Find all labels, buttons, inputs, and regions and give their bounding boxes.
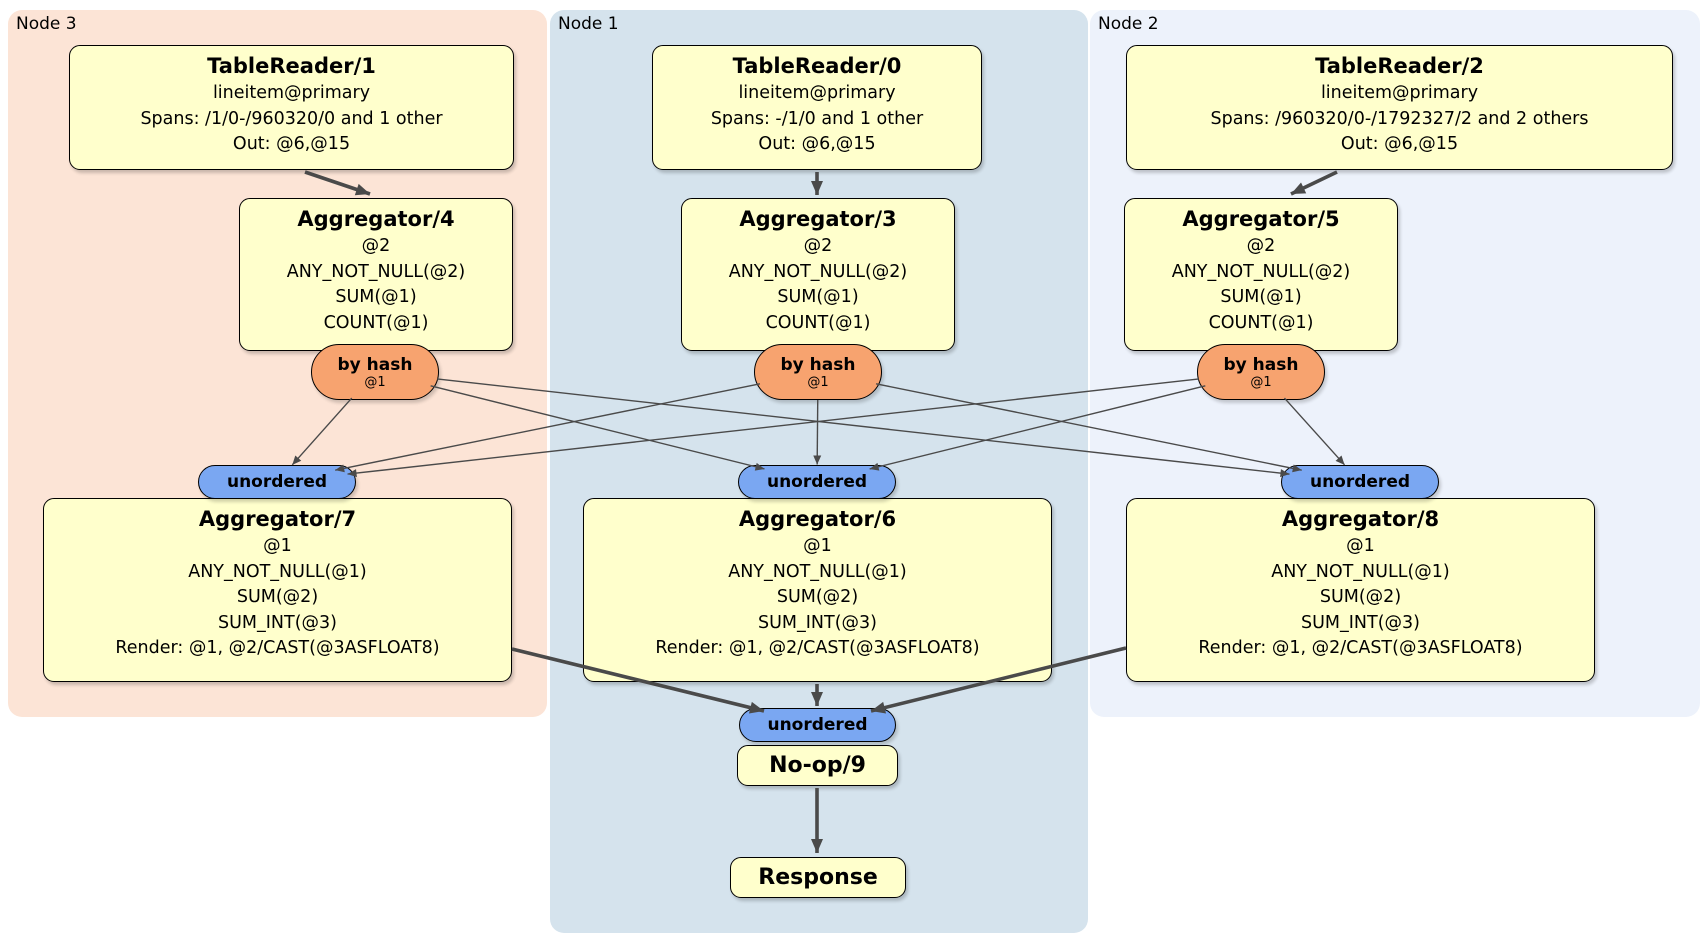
unordered-label: unordered [766,472,868,492]
tablereader-2-box: TableReader/2 lineitem@primary Spans: /9… [1126,45,1673,170]
aggregator-8-fn2: SUM(@2) [1319,587,1402,607]
aggregator-6-fn1: ANY_NOT_NULL(@1) [728,561,907,582]
tablereader-2-index: lineitem@primary [1320,83,1479,103]
aggregator-5-fn2: SUM(@1) [1220,287,1302,307]
aggregator-5-fn3: COUNT(@1) [1208,312,1314,333]
unordered-sync-final: unordered [739,708,896,742]
aggregator-5-box: Aggregator/5 @2 ANY_NOT_NULL(@2) SUM(@1)… [1124,198,1398,351]
aggregator-7-fn2: SUM(@2) [236,587,319,607]
tablereader-2-spans: Spans: /960320/0-/1792327/2 and 2 others [1210,108,1589,129]
aggregator-8-groupcols: @1 [1346,536,1375,556]
aggregator-6-fn3: SUM_INT(@3) [758,612,877,633]
aggregator-8-render: Render: @1, @2/CAST(@3ASFLOAT8) [1198,638,1523,658]
aggregator-7-fn3: SUM_INT(@3) [218,612,337,633]
no-op-box: No-op/9 [737,745,898,786]
by-hash-router-node1: by hash @1 [754,344,882,400]
tablereader-2-out: Out: @6,@15 [1340,134,1459,154]
tablereader-0-out: Out: @6,@15 [758,134,876,154]
tablereader-1-index: lineitem@primary [212,83,371,103]
by-hash-label: by hash [1223,354,1299,375]
tablereader-1-box: TableReader/1 lineitem@primary Spans: /1… [69,45,514,170]
by-hash-detail: @1 [364,374,386,390]
aggregator-7-fn1: ANY_NOT_NULL(@1) [188,561,367,582]
by-hash-detail: @1 [807,374,829,390]
aggregator-7-render: Render: @1, @2/CAST(@3ASFLOAT8) [115,638,440,658]
aggregator-6-groupcols: @1 [803,536,832,556]
aggregator-3-fn1: ANY_NOT_NULL(@2) [728,261,908,282]
aggregator-8-fn3: SUM_INT(@3) [1301,612,1420,633]
aggregator-4-groupcols: @2 [361,236,391,256]
aggregator-4-box: Aggregator/4 @2 ANY_NOT_NULL(@2) SUM(@1)… [239,198,513,351]
tablereader-0-title: TableReader/0 [732,54,902,78]
aggregator-6-render: Render: @1, @2/CAST(@3ASFLOAT8) [655,638,980,658]
by-hash-label: by hash [337,354,413,375]
unordered-label: unordered [226,472,328,492]
aggregator-6-box: Aggregator/6 @1 ANY_NOT_NULL(@1) SUM(@2)… [583,498,1052,682]
response-box: Response [730,857,906,898]
unordered-sync-node3: unordered [198,465,356,499]
aggregator-8-box: Aggregator/8 @1 ANY_NOT_NULL(@1) SUM(@2)… [1126,498,1595,682]
by-hash-detail: @1 [1250,374,1272,390]
aggregator-4-fn3: COUNT(@1) [323,312,429,333]
tablereader-0-index: lineitem@primary [738,83,896,103]
aggregator-5-title: Aggregator/5 [1182,207,1340,231]
aggregator-7-groupcols: @1 [263,536,292,556]
node2-label: Node 2 [1098,14,1159,34]
tablereader-1-out: Out: @6,@15 [232,134,351,154]
response-title: Response [758,865,878,890]
aggregator-6-fn2: SUM(@2) [776,587,859,607]
unordered-label: unordered [767,715,868,735]
aggregator-5-groupcols: @2 [1246,236,1276,256]
unordered-label: unordered [1309,472,1411,492]
aggregator-7-box: Aggregator/7 @1 ANY_NOT_NULL(@1) SUM(@2)… [43,498,512,682]
aggregator-4-title: Aggregator/4 [297,207,455,231]
node3-label: Node 3 [16,14,77,34]
aggregator-3-fn2: SUM(@1) [777,287,859,307]
aggregator-3-title: Aggregator/3 [739,207,897,231]
by-hash-router-node3: by hash @1 [311,344,439,400]
no-op-title: No-op/9 [769,753,866,778]
aggregator-8-fn1: ANY_NOT_NULL(@1) [1271,561,1450,582]
aggregator-3-fn3: COUNT(@1) [765,312,871,333]
by-hash-router-node2: by hash @1 [1197,344,1325,400]
aggregator-6-title: Aggregator/6 [738,507,897,531]
aggregator-3-box: Aggregator/3 @2 ANY_NOT_NULL(@2) SUM(@1)… [681,198,955,351]
aggregator-4-fn1: ANY_NOT_NULL(@2) [286,261,466,282]
aggregator-8-title: Aggregator/8 [1281,507,1440,531]
tablereader-0-spans: Spans: -/1/0 and 1 other [710,108,924,129]
unordered-sync-node1: unordered [738,465,896,499]
unordered-sync-node2: unordered [1281,465,1439,499]
tablereader-1-title: TableReader/1 [207,54,376,78]
by-hash-label: by hash [780,354,856,375]
aggregator-3-groupcols: @2 [803,236,833,256]
tablereader-1-spans: Spans: /1/0-/960320/0 and 1 other [140,108,443,129]
tablereader-2-title: TableReader/2 [1315,54,1484,78]
aggregator-7-title: Aggregator/7 [198,507,357,531]
aggregator-4-fn2: SUM(@1) [335,287,417,307]
node1-label: Node 1 [558,14,619,34]
aggregator-5-fn1: ANY_NOT_NULL(@2) [1171,261,1351,282]
tablereader-0-box: TableReader/0 lineitem@primary Spans: -/… [652,45,982,170]
